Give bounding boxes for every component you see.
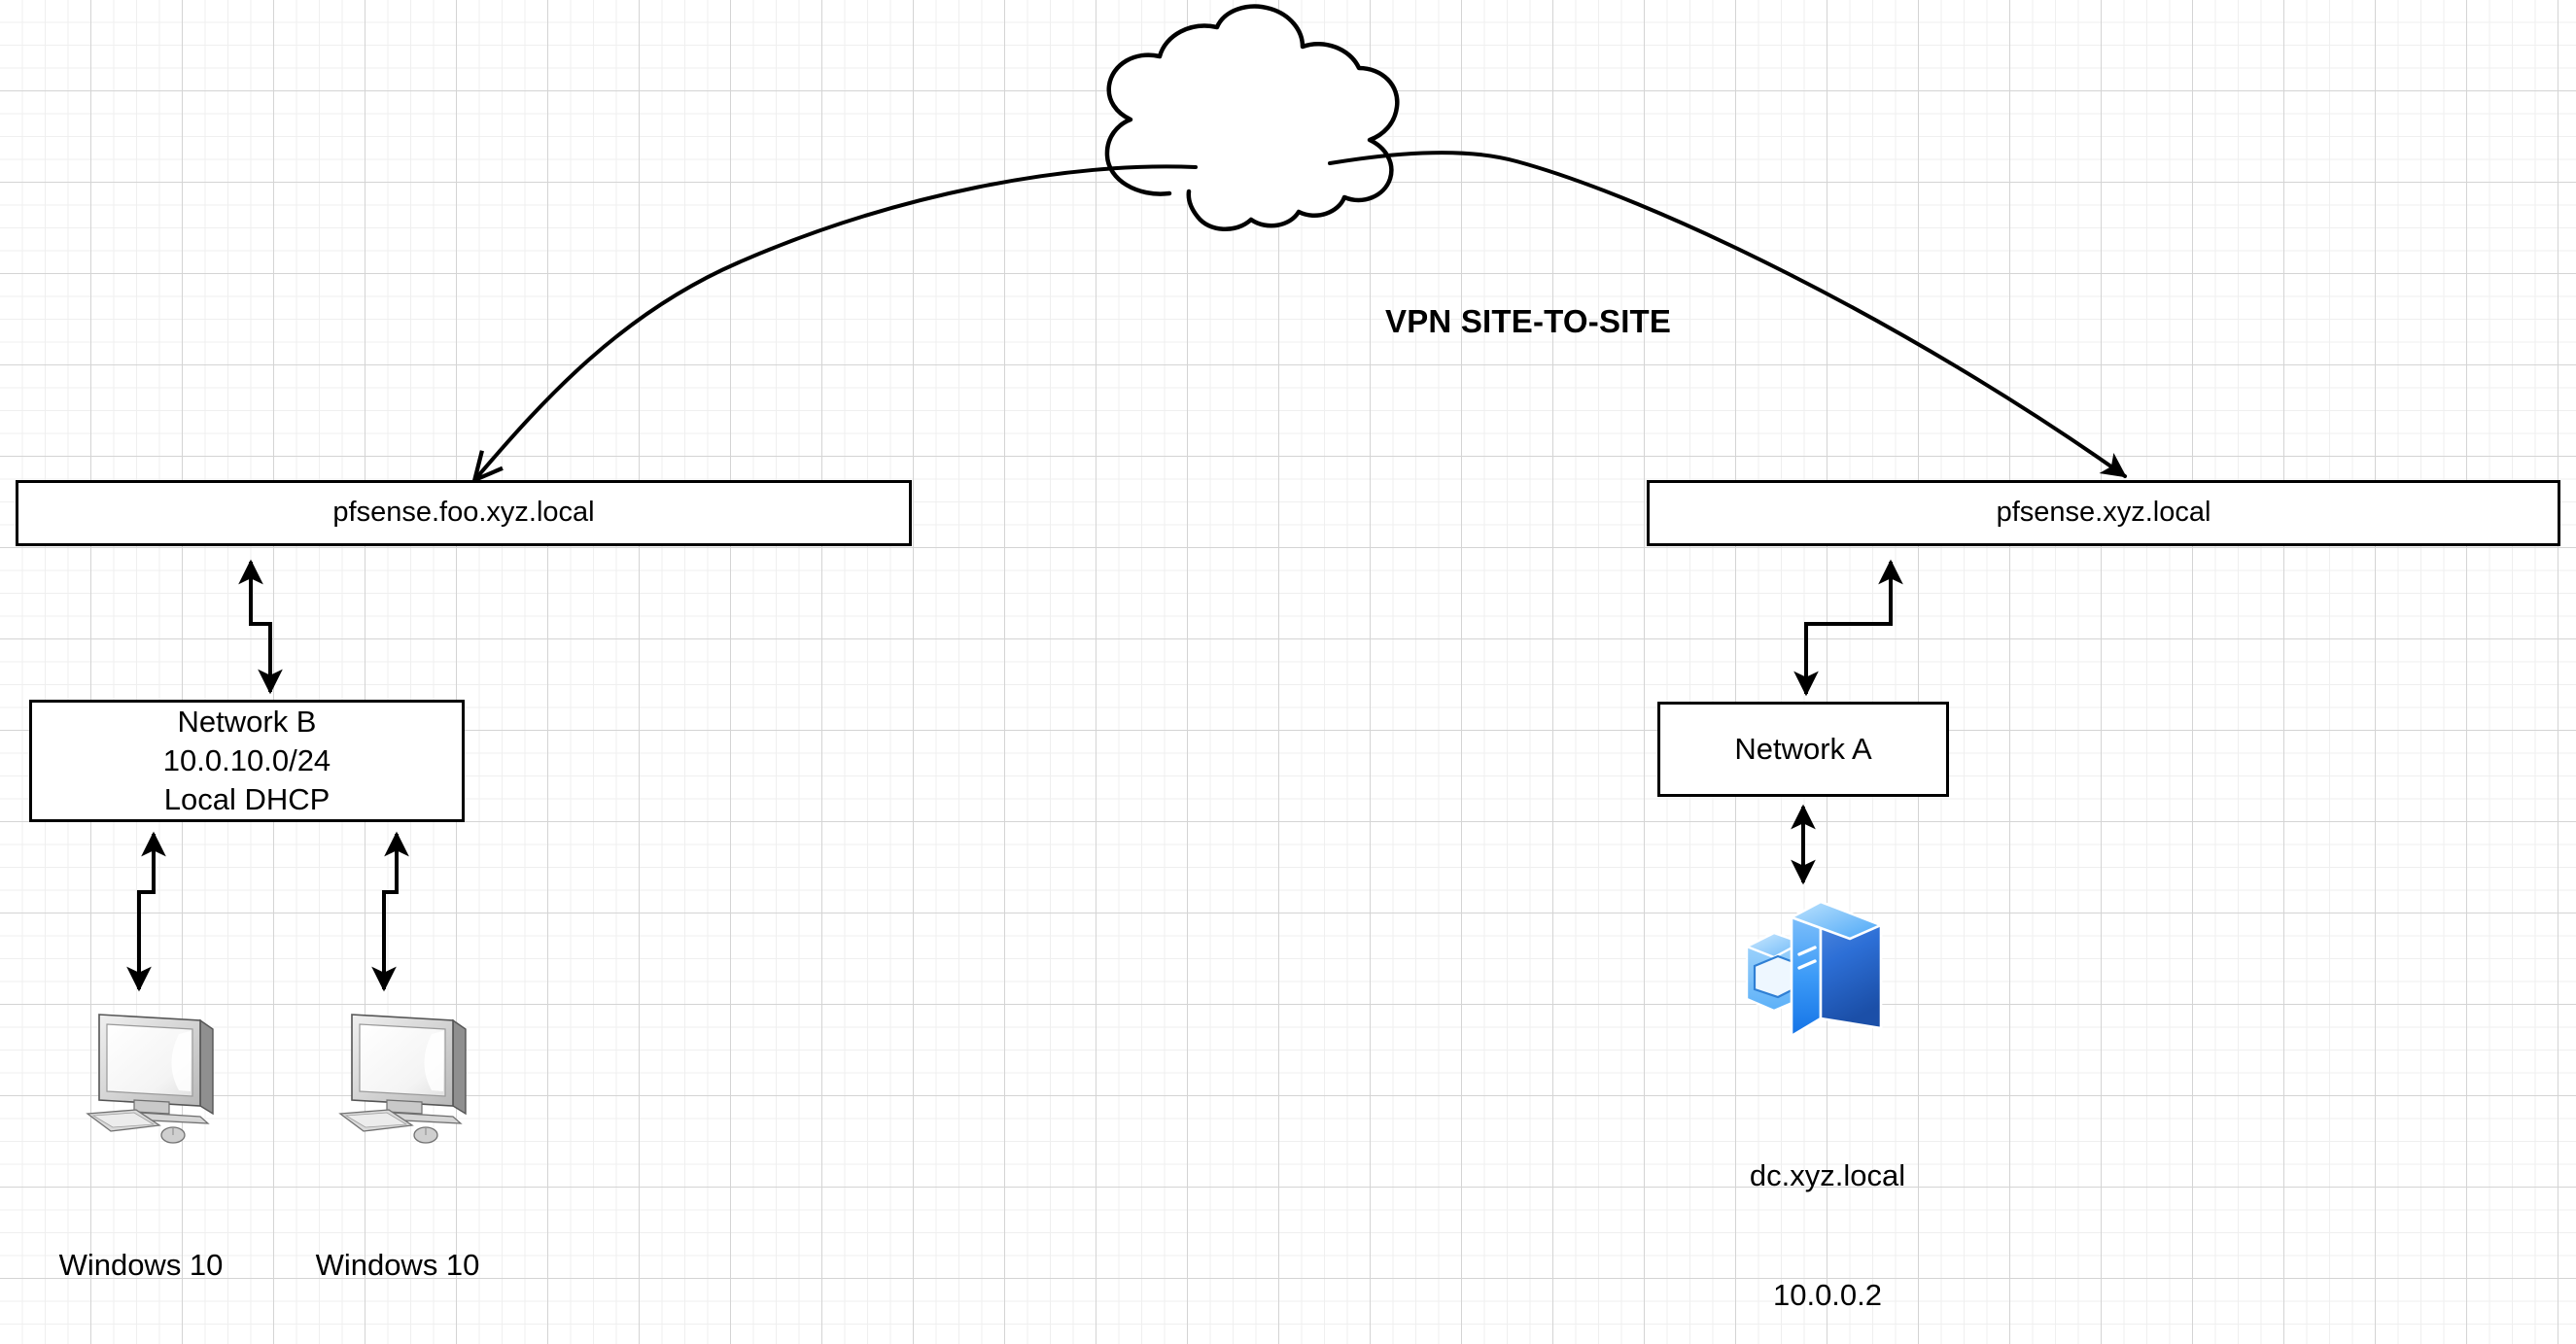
desktop-computer-icon [338,1014,467,1144]
node-pfsense-foo-xyz-local[interactable]: pfsense.foo.xyz.local [16,480,912,546]
pc-left-line-1: Windows 10 [58,1247,224,1282]
server-line-1: dc.xyz.local [1749,1157,1906,1192]
endpoint-label-server-dc: dc.xyz.local 10.0.0.2 - Primary DNS SERV… [1575,1077,2080,1344]
server-line-2: 10.0.0.2 [1772,1277,1883,1312]
node-pfsense-xyz-local[interactable]: pfsense.xyz.local [1647,480,2560,546]
connector-pfsense-right-network-a [1793,559,1903,697]
node-label: pfsense.foo.xyz.local [332,497,595,529]
node-label: Network A [1734,732,1872,767]
node-network-b[interactable]: Network B 10.0.10.0/24 Local DHCP [29,700,465,822]
vpn-label-text: VPN SITE-TO-SITE [1385,303,1672,340]
vpn-curve-left [476,164,1198,478]
server-tower-icon [1744,899,1885,1039]
node-label-line-1: Network B [177,705,317,740]
connector-pfsense-left-network-b [238,559,283,695]
node-network-a[interactable]: Network A [1657,702,1949,797]
connector-network-b-pc-left [126,831,166,992]
node-label-line-3: Local DHCP [163,781,331,816]
node-label-line-2: 10.0.10.0/24 [162,743,331,778]
endpoint-label-pc-left: Windows 10 Added in AD DNS: 10.0.0.2 [19,1166,262,1344]
node-label: pfsense.xyz.local [1996,497,2211,529]
connector-network-b-pc-right [371,831,409,992]
pc-right-line-1: Windows 10 [315,1247,480,1282]
vpn-site-to-site-label: VPN SITE-TO-SITE [1385,216,1671,428]
internet-cloud-icon [1104,4,1400,232]
desktop-computer-icon [86,1014,214,1144]
endpoint-label-pc-right: Windows 10 Not added in AD DNS: 10.0.0.2 [267,1166,528,1344]
